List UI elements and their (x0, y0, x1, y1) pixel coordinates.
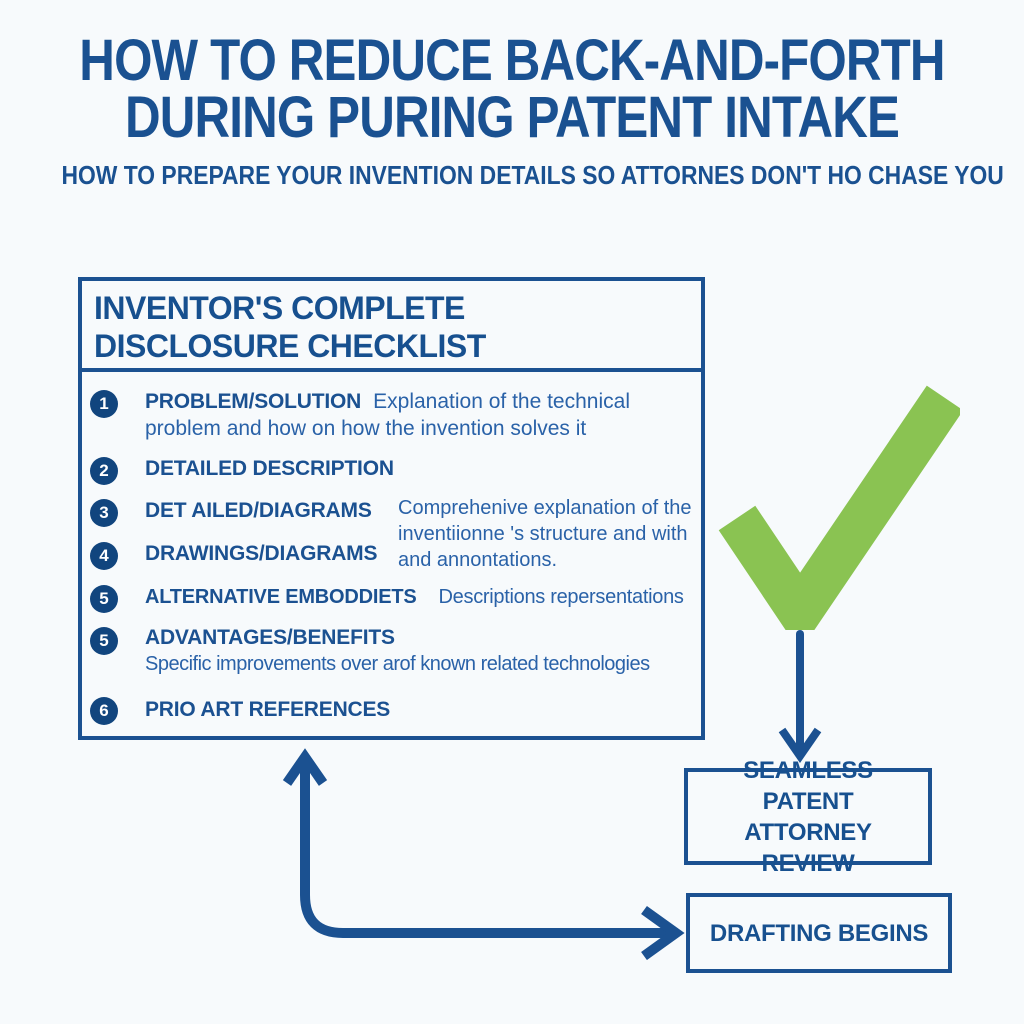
item-label: PRIO ART REFERENCES (145, 698, 391, 721)
seamless-review-box: SEAMLESS PATENT ATTORNEY REVIEW (684, 757, 932, 877)
checklist-item-drawings-diagrams: DRAWINGS/DIAGRAMS (145, 542, 377, 566)
item-label: DET AILED/DIAGRAMS (145, 499, 372, 522)
item-description: Descriptions repersentations (438, 586, 684, 608)
item-label: PROBLEM/SOLUTION (145, 390, 362, 413)
disclosure-checklist-panel: INVENTOR'S COMPLETE DISCLOSURE CHECKLIST… (78, 277, 705, 740)
page-title: HOW TO REDUCE BACK-AND-FORTH DURING PURI… (0, 28, 1024, 150)
item-number-badge: 4 (90, 542, 118, 570)
item-label: ADVANTAGES/BENEFITS (145, 626, 395, 649)
page-title-line2: DURING PURING PATENT INTAKE (124, 85, 900, 150)
elbow-arrow-icon (282, 748, 685, 960)
item-description: Specific improvements over arof known re… (145, 653, 650, 675)
item-number-badge: 5 (90, 585, 118, 613)
item-label: DRAWINGS/DIAGRAMS (145, 542, 378, 565)
item-number-badge: 2 (90, 457, 118, 485)
checklist-title: INVENTOR'S COMPLETE DISCLOSURE CHECKLIST (94, 290, 486, 364)
item-number-badge: 1 (90, 390, 118, 418)
item-label: DETAILED DESCRIPTION (145, 457, 394, 480)
shared-description-items-3-4: Comprehenive explanation of the inventii… (398, 497, 692, 571)
green-checkmark-icon (718, 385, 960, 630)
checklist-item-detailed-description: DETAILED DESCRIPTION (145, 457, 394, 481)
drafting-begins-box: DRAFTING BEGINS (686, 893, 952, 973)
checklist-item-advantages-benefits: ADVANTAGES/BENEFITS Specific improvement… (145, 626, 650, 676)
item-number-badge: 6 (90, 697, 118, 725)
down-arrow-icon (778, 630, 822, 764)
checklist-header-divider (82, 368, 701, 372)
item-number-badge: 5 (90, 627, 118, 655)
page-subtitle: HOW TO PREPARE YOUR INVENTION DETAILS SO… (61, 160, 1004, 190)
seamless-review-label: SEAMLESS PATENT ATTORNEY REVIEW (743, 756, 873, 877)
checklist-item-detailed-diagrams: DET AILED/DIAGRAMS (145, 499, 372, 523)
page-title-line1: HOW TO REDUCE BACK-AND-FORTH (79, 28, 945, 93)
item-label: ALTERNATIVE EMBODDIETS (145, 586, 417, 608)
checklist-item-alternative-embodiments: ALTERNATIVE EMBODDIETS Descriptions reper… (145, 586, 684, 609)
drafting-begins-label: DRAFTING BEGINS (709, 919, 929, 947)
item-number-badge: 3 (90, 499, 118, 527)
item-description: Explanation of the technical problem and… (145, 390, 630, 440)
checklist-item-prior-art-references: PRIO ART REFERENCES (145, 698, 390, 722)
